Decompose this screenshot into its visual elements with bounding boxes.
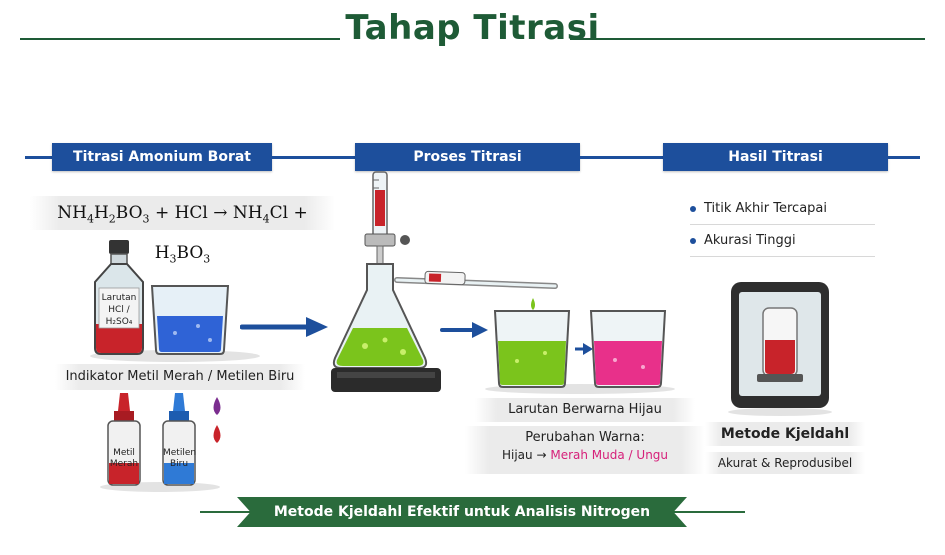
- blue-dropper-label: Metilen Biru: [163, 448, 197, 469]
- ribbon-line: [888, 156, 920, 159]
- section-ribbon-right: Hasil Titrasi: [663, 143, 888, 171]
- bottle-cap-icon: [109, 240, 129, 254]
- blue-dropper-icon: [173, 393, 185, 411]
- color-change-box: Perubahan Warna: Hijau → Merah Muda / Un…: [465, 426, 705, 474]
- bullet-dot-icon: [690, 205, 696, 212]
- title-rule-left: [20, 38, 340, 40]
- page-title: Tahap Titrasi: [345, 8, 600, 48]
- bullet-dot-icon: [690, 237, 696, 244]
- color-change-title: Perubahan Warna:: [525, 430, 645, 445]
- titration-apparatus: [331, 171, 558, 392]
- ribbon-line: [25, 156, 55, 159]
- small-arrow-icon: [583, 343, 593, 355]
- title-rule-right: [570, 38, 925, 40]
- divider: [690, 224, 875, 225]
- red-drop-icon: [213, 425, 221, 443]
- section-ribbon-left: Titrasi Amonium Borat: [52, 143, 272, 171]
- section-ribbon-center: Proses Titrasi: [355, 143, 580, 171]
- flow-arrow-icon: [240, 317, 328, 337]
- ribbon-line: [272, 156, 357, 159]
- indicator-droppers: [100, 393, 221, 492]
- divider: [690, 256, 875, 257]
- tablet-device-icon: [728, 282, 832, 416]
- purple-drop-icon: [213, 397, 221, 415]
- bottle-label: Larutan HCl / H₂SO₄: [101, 293, 137, 327]
- drop-icon: [531, 298, 535, 310]
- result-beakers: [485, 310, 675, 394]
- red-dropper-icon: [118, 393, 130, 411]
- green-solution-caption: Larutan Berwarna Hijau: [475, 398, 695, 422]
- flow-arrow-icon: [440, 322, 488, 338]
- reagent-illustration: [90, 240, 260, 362]
- red-dropper-label: Metil Merah: [109, 448, 139, 469]
- ribbon-line: [580, 156, 665, 159]
- result-bullet: Akurasi Tinggi: [690, 233, 880, 248]
- method-subcaption: Akurat & Reprodusibel: [705, 452, 865, 474]
- stir-plate-icon: [331, 368, 441, 392]
- reaction-equation: NH4H2BO3 + HCl → NH4Cl + H3BO3: [30, 196, 335, 266]
- stopcock-icon: [364, 233, 396, 247]
- result-bullet: Titik Akhir Tercapai: [690, 201, 880, 216]
- method-caption: Metode Kjeldahl: [705, 422, 865, 446]
- color-change-values: Hijau → Merah Muda / Ungu: [501, 448, 669, 462]
- footer-banner: Metode Kjeldahl Efektif untuk Analisis N…: [237, 497, 687, 527]
- indicator-caption: Indikator Metil Merah / Metilen Biru: [55, 364, 305, 390]
